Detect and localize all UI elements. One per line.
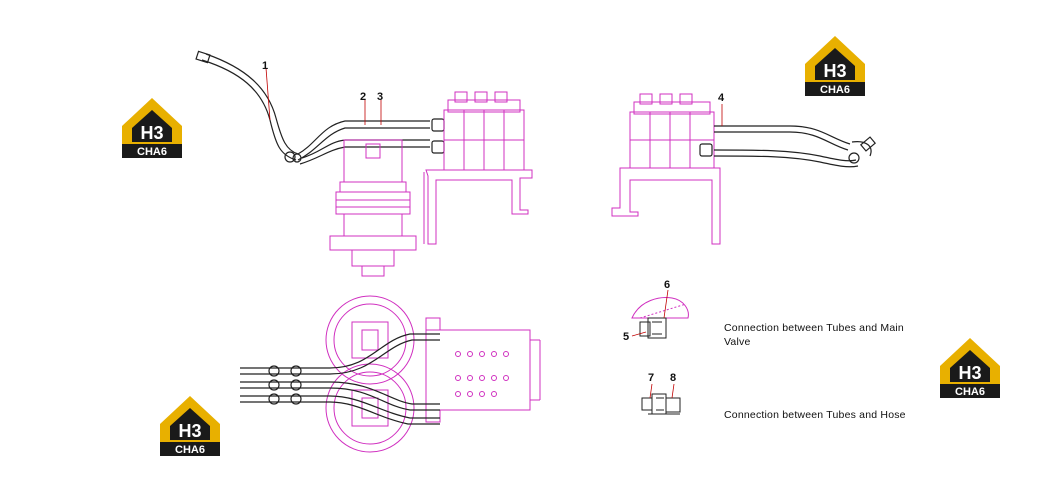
logo-top-text: H3	[958, 363, 981, 383]
leader-6	[663, 289, 669, 319]
callout-1: 1	[262, 60, 268, 72]
callout-8: 8	[670, 372, 676, 384]
travel-motor-top-upper	[325, 295, 415, 385]
logo-h3-cha6-left: H3 CHA6	[122, 98, 182, 158]
detail-fitting	[639, 317, 667, 339]
logo-h3-cha6-top-right: H3 CHA6	[805, 36, 865, 96]
detail-hose-fitting	[641, 393, 681, 415]
logo-h3-cha6-bottom-left: H3 CHA6	[160, 396, 220, 456]
callout-3: 3	[377, 91, 383, 103]
top-view-assembly	[240, 295, 541, 453]
leader-7	[649, 383, 653, 399]
caption-main-valve-line1: Connection between Tubes and Main	[724, 322, 904, 334]
logo-bottom-text: CHA6	[955, 386, 985, 398]
tube-4	[699, 125, 877, 168]
leader-8	[671, 383, 675, 399]
logo-top-text: H3	[178, 421, 201, 441]
travel-motor-top-lower	[325, 363, 415, 453]
callout-2: 2	[360, 91, 366, 103]
logo-top-text: H3	[823, 61, 846, 81]
main-valve-rear	[611, 93, 721, 245]
callout-7: 7	[648, 372, 654, 384]
hose-1	[195, 50, 302, 163]
detail-valve-body	[631, 297, 689, 319]
logo-bottom-text: CHA6	[820, 84, 850, 96]
caption-main-valve-line2: Valve	[724, 336, 751, 348]
logo-h3-cha6-right: H3 CHA6	[940, 338, 1000, 398]
rear-view-assembly: 4	[611, 92, 877, 245]
logo-top-text: H3	[140, 123, 163, 143]
logo-bottom-text: CHA6	[137, 146, 167, 158]
leader-1	[265, 67, 271, 121]
tubes-2-3	[297, 118, 445, 165]
main-valve-top	[425, 317, 541, 423]
logo-bottom-text: CHA6	[175, 444, 205, 456]
caption-hose: Connection between Tubes and Hose	[724, 409, 906, 421]
leader-5	[631, 331, 647, 337]
callout-6: 6	[664, 279, 670, 291]
main-valve-front	[423, 91, 533, 245]
travel-motor-side	[329, 139, 417, 277]
callout-5: 5	[623, 331, 629, 343]
tubes-top	[240, 333, 440, 425]
front-view-assembly: 1 2 3	[195, 50, 533, 277]
callout-4: 4	[718, 92, 725, 104]
detail-tube-main-valve: 6 5 Connection between Tubes and Main Va…	[623, 279, 904, 348]
detail-tube-hose: 7 8 Connection between Tubes and Hose	[641, 372, 906, 421]
